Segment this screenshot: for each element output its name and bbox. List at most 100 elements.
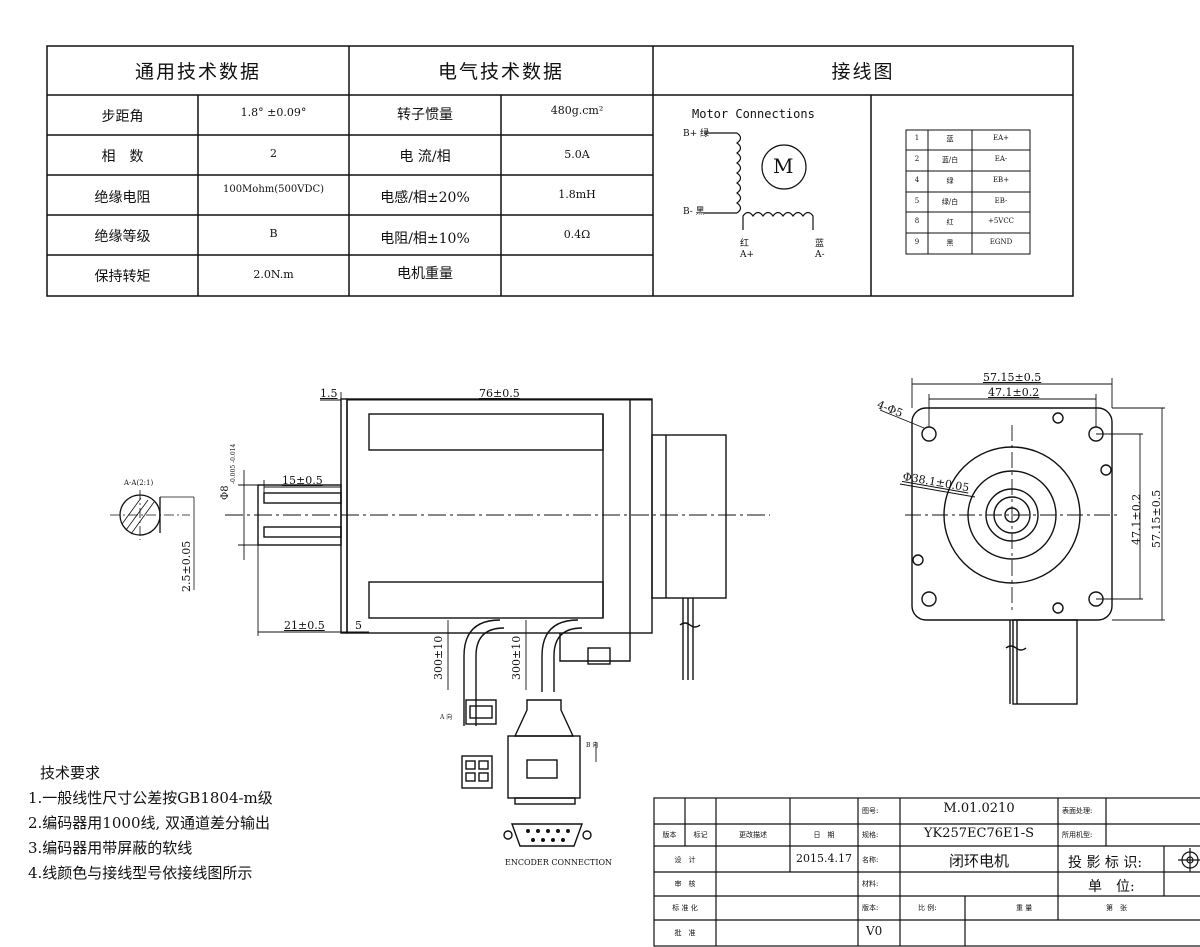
pin-color: 绿/白 — [941, 198, 959, 206]
tb-model: YK257EC76E1-S — [923, 826, 1035, 841]
db9-pins — [526, 829, 570, 842]
row-label: 相 数 — [101, 149, 144, 165]
motor-symbol-circle — [761, 144, 807, 190]
pin-signal: EA+ — [992, 134, 1010, 142]
row-elabel: 电 流/相 — [399, 149, 451, 165]
tb-scale-label: 比 例: — [918, 904, 937, 912]
pin-number: 2 — [914, 155, 920, 163]
row-label: 绝缘电阻 — [94, 190, 151, 206]
row-evalue: 5.0A — [564, 148, 590, 161]
tech-requirement-item: 1.一般线性尺寸公差按GB1804-m级 — [28, 789, 273, 807]
dim-hole-spacing: 47.1±0.2 — [988, 386, 1040, 399]
cable1-length: 300±10 — [432, 635, 445, 680]
dim-flat: 2.5±0.05 — [180, 540, 193, 592]
pin-color: 绿 — [946, 177, 954, 185]
label-a-plus: A+ — [740, 250, 755, 260]
side-view-dimensions — [238, 392, 652, 762]
motor-connections-title: Motor Connections — [692, 107, 815, 121]
tb-weight-label: 重 量 — [1016, 904, 1033, 912]
dim-step: 5 — [355, 619, 362, 632]
row-label: 保持转矩 — [94, 269, 151, 285]
title-block-frame — [653, 797, 1200, 947]
motor-connections-schematic — [704, 132, 814, 230]
pin-number: 4 — [914, 176, 920, 184]
pin-color: 蓝 — [946, 135, 954, 143]
row-label: 步距角 — [101, 109, 144, 125]
row-value: 2.0N.m — [253, 268, 294, 281]
front-view-dimensions — [879, 378, 1165, 621]
row-elabel: 电阻/相±10% — [380, 231, 470, 247]
row-elabel: 电机重量 — [397, 266, 453, 282]
motor-side-view — [225, 398, 770, 847]
tb-mark: 标记 — [693, 831, 708, 839]
row-value: 100Mohm(500VDC) — [222, 184, 325, 195]
header-electrical: 电气技术数据 — [437, 61, 564, 83]
tb-name: 闭环电机 — [948, 852, 1009, 870]
tb-version-mark: 版本 — [662, 831, 677, 839]
tb-unit-label: 单 位: — [1088, 879, 1135, 895]
pin-number: 1 — [914, 134, 920, 142]
row-evalue: 1.8mH — [558, 188, 596, 201]
row-elabel: 转子惯量 — [397, 107, 453, 123]
pin-signal: EB+ — [992, 176, 1010, 184]
dim-vertical-spacing: 47.1±0.2 — [1130, 493, 1143, 545]
cable2-length: 300±10 — [510, 635, 523, 680]
tb-standardize: 标 准 化 — [672, 904, 698, 912]
dim-length: 76±0.5 — [479, 387, 520, 400]
dim-shaft-ext: 15±0.5 — [282, 474, 323, 487]
pin-number: 9 — [914, 238, 920, 246]
motor-symbol-m: M — [773, 154, 794, 178]
projection-symbol — [1178, 848, 1200, 872]
encoder-connection-label: ENCODER CONNECTION — [505, 858, 613, 867]
tb-drawing-no-label: 图号: — [862, 807, 879, 815]
tb-sheet-label: 第 张 — [1106, 904, 1127, 912]
tb-date: 2015.4.17 — [796, 852, 852, 865]
encoder-pin-table-frame — [905, 129, 1031, 255]
row-evalue: 0.4Ω — [563, 228, 591, 241]
row-elabel: 电感/相±20% — [380, 190, 470, 206]
tb-name-label: 名称: — [862, 856, 879, 864]
row-value: 1.8° ±0.09° — [240, 106, 307, 119]
section-a-a — [110, 490, 195, 590]
dim-flange: 1.5 — [320, 387, 338, 400]
header-wiring: 接线图 — [831, 61, 895, 83]
label-a-minus-color: 蓝 — [815, 239, 825, 249]
label-a-minus: A- — [815, 250, 825, 260]
row-label: 绝缘等级 — [94, 229, 151, 245]
section-label: A-A(2:1) — [124, 479, 154, 487]
dim-shaft-base: 21±0.5 — [284, 619, 325, 632]
pin-signal: EB- — [994, 197, 1008, 205]
pin-signal: EA- — [994, 155, 1008, 163]
tb-drawing-no: M.01.0210 — [943, 801, 1015, 816]
tb-design: 设 计 — [674, 856, 696, 864]
tech-requirement-item: 3.编码器用带屏蔽的软线 — [28, 839, 193, 857]
tb-date-label: 日 期 — [813, 831, 835, 839]
tb-change-desc: 更改描述 — [739, 831, 767, 839]
dim-vertical-outer: 57.15±0.5 — [1150, 489, 1163, 548]
row-evalue: 480g.cm² — [550, 104, 604, 117]
dim-outer-width: 57.15±0.5 — [983, 371, 1042, 384]
tb-check: 审 核 — [674, 880, 696, 888]
tech-requirements-title: 技术要求 — [40, 764, 101, 782]
tech-requirement-item: 4.线颜色与接线型号依接线图所示 — [28, 864, 253, 882]
pin-color: 红 — [946, 218, 954, 226]
pin-number: 5 — [914, 197, 920, 205]
dim-shaft-dia: Φ8 — [220, 485, 231, 500]
pin-color: 蓝/白 — [941, 156, 959, 164]
motor-front-view — [905, 407, 1120, 705]
pin-number: 8 — [914, 217, 920, 225]
spec-table-frame — [46, 45, 1074, 297]
tb-version-label: 版本: — [862, 904, 879, 912]
pin-signal: +5VCC — [987, 217, 1015, 225]
tb-model-label: 规格: — [862, 831, 879, 839]
tech-requirement-item: 2.编码器用1000线, 双通道差分输出 — [28, 814, 271, 832]
tb-material-label: 材料: — [862, 880, 879, 888]
a-direction-label: A 向 — [440, 714, 453, 721]
dim-shaft-tol: -0.005 -0.014 — [230, 443, 237, 484]
row-value: 2 — [270, 147, 277, 160]
tb-version: V0 — [866, 924, 883, 938]
tb-surface-label: 表面处理: — [1062, 807, 1093, 815]
tb-projection-label: 投 影 标 识: — [1068, 855, 1143, 871]
label-b-plus: B+ 绿 — [683, 129, 710, 139]
